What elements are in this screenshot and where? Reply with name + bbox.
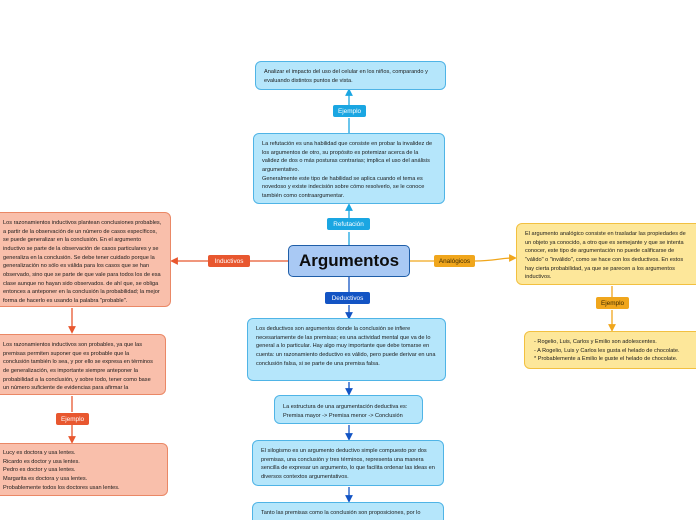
- refutacion-node[interactable]: La refutación es una habilidad que consi…: [253, 133, 445, 204]
- ejemplo-top-text: Analizar el impacto del uso del celular …: [264, 69, 428, 84]
- inductivos-ejemplo-line: Pedro es doctor y usa lentes.: [3, 467, 76, 474]
- refutacion-label-text: Refutación: [333, 220, 364, 228]
- ejemplo-right-label-text: Ejemplo: [600, 299, 625, 307]
- deductivos-node[interactable]: Los deductivos son argumentos donde la c…: [247, 318, 446, 381]
- central-topic[interactable]: Argumentos: [288, 245, 410, 277]
- refutacion-text-2: Generalmente este tipo de habilidad se a…: [262, 175, 425, 199]
- deductivos-label[interactable]: Deductivos: [325, 292, 370, 304]
- analogicos-label-text: Analógicos: [438, 257, 471, 265]
- silogismo-text: El silogismo es un argumento deductivo s…: [261, 448, 435, 480]
- inductivos-ejemplo-line: Ricardo es doctor y usa lentes.: [3, 458, 80, 465]
- estructura-text: La estructura de una argumentación deduc…: [283, 404, 408, 419]
- ejemplo-left-label[interactable]: Ejemplo: [56, 413, 89, 425]
- analogicos-label[interactable]: Analógicos: [434, 255, 475, 267]
- inductivos-label-text: Inductivos: [214, 257, 244, 265]
- analogicos-text: El argumento analógico consiste en trasl…: [525, 231, 686, 281]
- inductivos-ejemplo-line: Lucy es doctora y usa lentes.: [3, 450, 76, 456]
- inductivos-probables-text: Los razonamientos inductivos son probabl…: [3, 342, 153, 394]
- inductivos-node[interactable]: Los razonamientos inductivos plantean co…: [0, 212, 171, 307]
- inductivos-ejemplo-node[interactable]: Lucy es doctora y usa lentes. Ricardo es…: [0, 443, 168, 496]
- analogicos-ejemplo-node[interactable]: - Rogelio, Luis, Carlos y Emilio son ado…: [524, 331, 696, 369]
- analogicos-ejemplo-line: * Probablemente a Emilio le guste el hel…: [534, 356, 678, 363]
- analogicos-ejemplo-line: - Rogelio, Luis, Carlos y Emilio son ado…: [534, 339, 657, 345]
- deductivos-label-text: Deductivos: [331, 294, 364, 302]
- ejemplo-right-label[interactable]: Ejemplo: [596, 297, 629, 309]
- premisas-text: Tanto las premisas como la conclusión so…: [261, 510, 421, 516]
- analogicos-ejemplo-line: - A Rogelio, Luis y Carlos les gusta el …: [534, 347, 680, 354]
- inductivos-label[interactable]: Inductivos: [208, 255, 250, 267]
- ejemplo-top-label[interactable]: Ejemplo: [333, 105, 366, 117]
- silogismo-node[interactable]: El silogismo es un argumento deductivo s…: [252, 440, 444, 486]
- inductivos-ejemplo-line: Margarita es doctora y usa lentes.: [3, 475, 88, 482]
- estructura-node[interactable]: La estructura de una argumentación deduc…: [274, 395, 423, 424]
- deductivos-text: Los deductivos son argumentos donde la c…: [256, 326, 436, 367]
- ejemplo-left-label-text: Ejemplo: [60, 415, 85, 423]
- ejemplo-top-node[interactable]: Analizar el impacto del uso del celular …: [255, 61, 446, 90]
- ejemplo-top-label-text: Ejemplo: [337, 107, 362, 115]
- analogicos-node[interactable]: El argumento analógico consiste en trasl…: [516, 223, 696, 285]
- central-title: Argumentos: [298, 251, 400, 270]
- inductivos-ejemplo-line: Probablemente todos los doctores usan le…: [3, 484, 120, 491]
- premisas-node[interactable]: Tanto las premisas como la conclusión so…: [252, 502, 444, 520]
- inductivos-probables-node[interactable]: Los razonamientos inductivos son probabl…: [0, 334, 166, 395]
- refutacion-text-1: La refutación es una habilidad que consi…: [262, 141, 433, 173]
- refutacion-label[interactable]: Refutación: [327, 218, 370, 230]
- inductivos-text: Los razonamientos inductivos plantean co…: [3, 220, 162, 304]
